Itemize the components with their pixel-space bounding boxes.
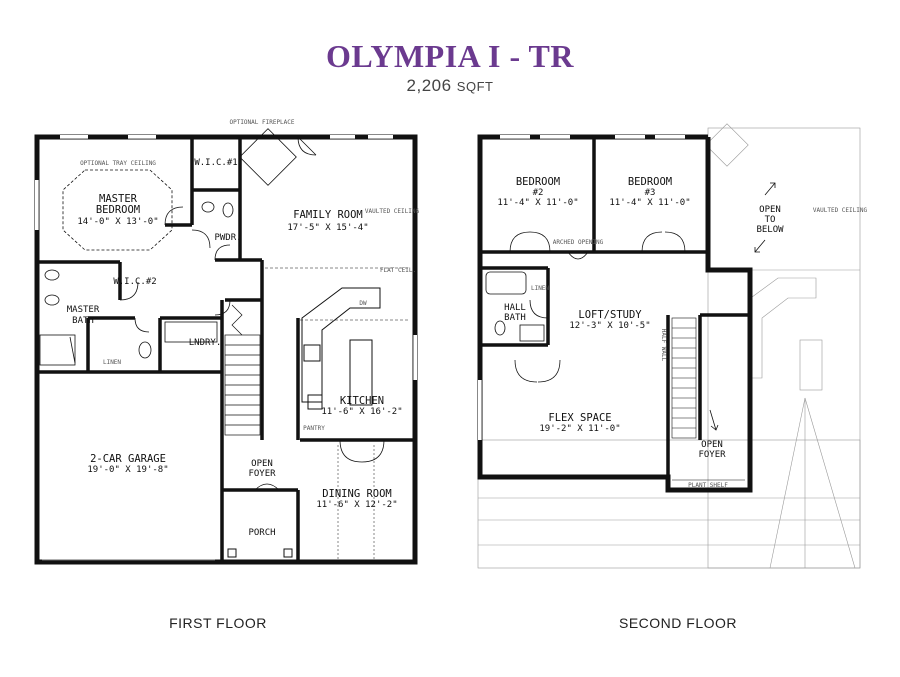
room-num-bedroom-2: #2	[533, 188, 544, 198]
room-dims-kitchen: 11'-6" X 16'-2"	[321, 407, 402, 417]
open-to-below-arrows	[709, 182, 776, 431]
first-floor-stairs	[224, 304, 261, 436]
second-floor-label: SECOND FLOOR	[618, 615, 737, 631]
half-wall-note: HALF WALL	[660, 329, 667, 362]
second-floor-labels: BEDROOM #2 11'-4" X 11'-0" BEDROOM #3 11…	[497, 176, 867, 489]
pantry-note: PANTRY	[303, 425, 325, 432]
room-name-open-foyer-2: OPEN	[701, 440, 723, 450]
tray-ceiling-note: OPTIONAL TRAY CEILING	[80, 160, 156, 167]
second-floor-plan	[477, 134, 776, 493]
kitchen-counters	[301, 287, 381, 410]
open-to-below-1: OPEN	[759, 205, 781, 215]
fireplace-note: OPTIONAL FIREPLACE	[229, 119, 294, 126]
plant-shelf-note: PLANT SHELF	[688, 482, 728, 489]
room-name-master-bath: MASTER	[67, 305, 100, 315]
second-floor-windows	[478, 135, 685, 440]
second-floor-doors	[509, 231, 686, 383]
vaulted-ceiling-note: VAULTED CEILING	[365, 208, 420, 215]
room-name-master-bedroom-2: BEDROOM	[96, 204, 140, 216]
room-dims-loft-study: 12'-3" X 10'-5"	[569, 321, 650, 331]
first-floor-fixtures	[39, 201, 234, 366]
first-floor-doors	[119, 136, 385, 491]
tray-ceiling-outline	[62, 169, 173, 251]
room-name-flex-space: FLEX SPACE	[548, 412, 611, 424]
second-floor-stairs	[671, 317, 697, 439]
sqft-value: 2,206	[406, 76, 452, 95]
first-floor-plan	[34, 128, 418, 565]
room-dims-bedroom-2: 11'-4" X 11'-0"	[497, 198, 578, 208]
room-name-master-bath-2: BATH	[72, 316, 94, 326]
room-dims-family-room: 17'-5" X 15'-4"	[287, 223, 368, 233]
room-dims-garage: 19'-0" X 19'-8"	[87, 465, 168, 475]
room-dims-master-bedroom: 14'-0" X 13'-0"	[77, 217, 158, 227]
flat-ceiling-note: FLAT CEIL.	[380, 267, 416, 274]
room-name-bedroom-2: BEDROOM	[516, 176, 560, 188]
room-num-bedroom-3: #3	[645, 188, 656, 198]
room-name-bedroom-3: BEDROOM	[628, 176, 672, 188]
open-to-below-2: TO	[765, 215, 776, 225]
room-name-wic-1: W.I.C.#1	[194, 158, 237, 168]
room-name-powder: PWDR.	[214, 233, 241, 243]
second-floor-ghost-below	[477, 123, 861, 569]
room-name-garage: 2-CAR GARAGE	[90, 453, 166, 465]
plan-title: OLYMPIA I - TR	[326, 38, 574, 74]
room-name-porch: PORCH	[248, 528, 275, 538]
room-name-master-bedroom: MASTER	[99, 193, 138, 205]
room-name-open-foyer-2b: FOYER	[698, 450, 726, 460]
first-floor-windows	[35, 135, 417, 380]
fireplace	[239, 128, 297, 186]
room-name-hall-bath-2: BATH	[504, 313, 526, 323]
room-name-laundry: LNDRY.	[189, 338, 222, 348]
second-floor-interior-walls	[480, 137, 750, 477]
room-name-family-room: FAMILY ROOM	[293, 209, 363, 221]
first-floor-labels: OPTIONAL TRAY CEILING MASTER BEDROOM 14'…	[67, 119, 420, 538]
room-dims-dining-room: 11'-6" X 12'-2"	[316, 500, 397, 510]
room-dims-bedroom-3: 11'-4" X 11'-0"	[609, 198, 690, 208]
room-name-wic-2: W.I.C.#2	[113, 277, 156, 287]
second-floor-fixtures	[485, 271, 545, 342]
sqft-unit: SQFT	[456, 79, 494, 94]
room-name-open-foyer-1: OPEN	[251, 459, 273, 469]
porch-columns	[227, 548, 293, 558]
linen-note-2: LINEN	[531, 285, 549, 292]
vaulted-ceiling-note-2: VAULTED CEILING	[813, 207, 868, 214]
linen-note: LINEN	[103, 359, 121, 366]
square-footage: 2,206 SQFT	[0, 76, 900, 96]
first-floor-label: FIRST FLOOR	[169, 615, 267, 631]
room-name-hall-bath: HALL	[504, 303, 526, 313]
open-to-below-3: BELOW	[756, 225, 784, 235]
dishwasher-note: DW	[359, 300, 367, 307]
room-name-dining-room: DINING ROOM	[322, 488, 392, 500]
room-name-kitchen: KITCHEN	[340, 395, 384, 407]
arched-opening-note: ARCHED OPENING	[553, 239, 604, 246]
room-dims-flex-space: 19'-2" X 11'-0"	[539, 424, 620, 434]
room-name-open-foyer-1b: FOYER	[248, 469, 276, 479]
room-name-loft-study: LOFT/STUDY	[578, 309, 642, 321]
